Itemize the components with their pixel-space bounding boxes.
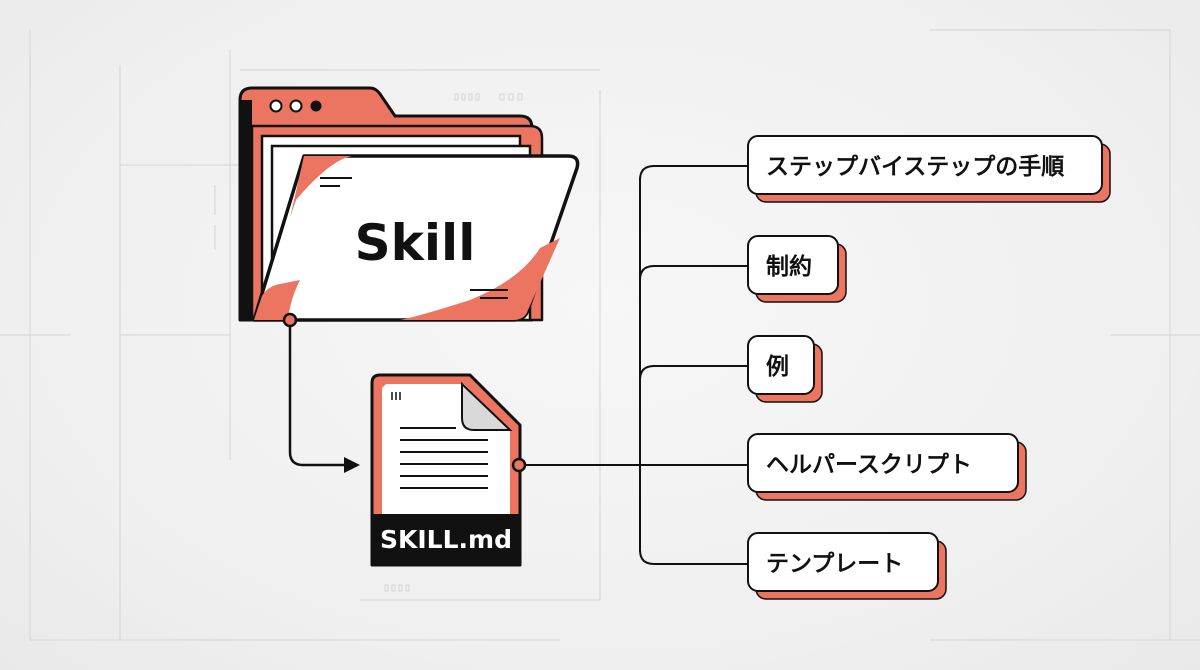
- item-examples: 例: [747, 335, 823, 403]
- file-icon: [370, 373, 527, 567]
- folder-to-file-connector: [288, 326, 360, 473]
- item-constraints: 制約: [747, 235, 847, 303]
- item-label: テンプレート: [766, 551, 903, 577]
- background-guides: [0, 29, 1200, 641]
- item-label: 制約: [766, 253, 812, 280]
- item-label: ヘルパースクリプト: [766, 452, 972, 478]
- folder-label: Skill: [355, 214, 476, 272]
- item-label: ステップバイステップの手順: [766, 154, 1065, 180]
- item-helper-scripts: ヘルパースクリプト: [747, 433, 1027, 501]
- folder-icon: [238, 86, 580, 328]
- branch-connectors: [525, 165, 748, 565]
- file-label: SKILL.md: [380, 525, 512, 554]
- item-label: 例: [766, 354, 789, 380]
- item-templates: テンプレート: [747, 532, 947, 600]
- item-step-by-step: ステップバイステップの手順: [747, 135, 1111, 203]
